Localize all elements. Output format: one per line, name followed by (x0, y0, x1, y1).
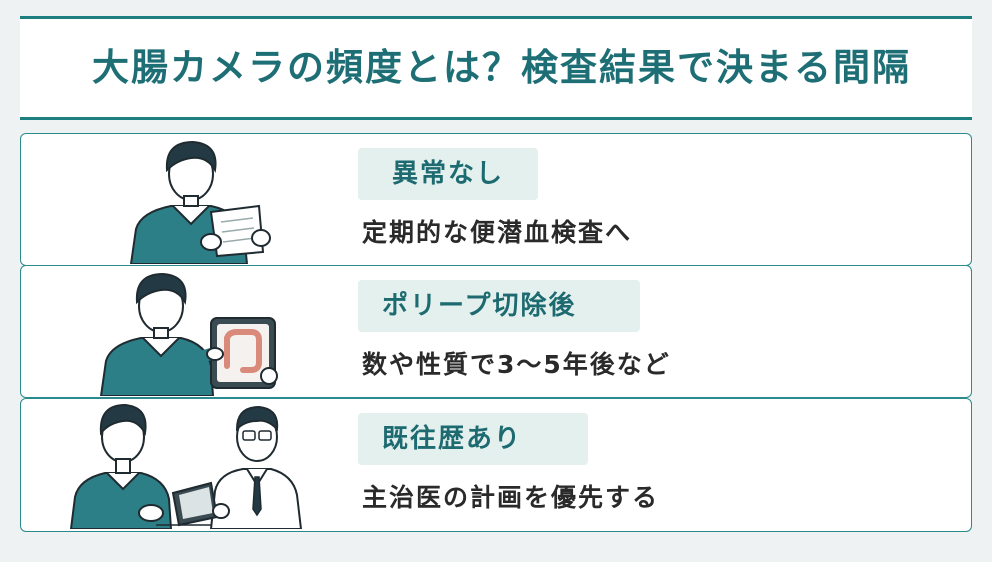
status-badge: 既往歴あり (358, 413, 588, 465)
result-card-polyp: ポリープ切除後 数や性質で3〜5年後など (20, 265, 972, 398)
doctor-consultation-icon (69, 403, 303, 529)
man-reading-paper-icon (129, 140, 271, 264)
card-description: 定期的な便潜血検査へ (362, 218, 633, 247)
status-badge: 異常なし (358, 148, 538, 200)
result-card-history: 既往歴あり 主治医の計画を優先する (20, 398, 972, 532)
man-showing-colon-tablet-icon (99, 272, 278, 396)
card-description: 主治医の計画を優先する (362, 483, 660, 512)
card-description: 数や性質で3〜5年後など (362, 350, 671, 379)
page-title: 大腸カメラの頻度とは？検査結果で決まる間隔 (92, 46, 911, 89)
status-badge: ポリープ切除後 (358, 280, 640, 332)
title-banner: 大腸カメラの頻度とは？検査結果で決まる間隔 (20, 16, 972, 120)
result-card-normal: 異常なし 定期的な便潜血検査へ (20, 133, 972, 266)
